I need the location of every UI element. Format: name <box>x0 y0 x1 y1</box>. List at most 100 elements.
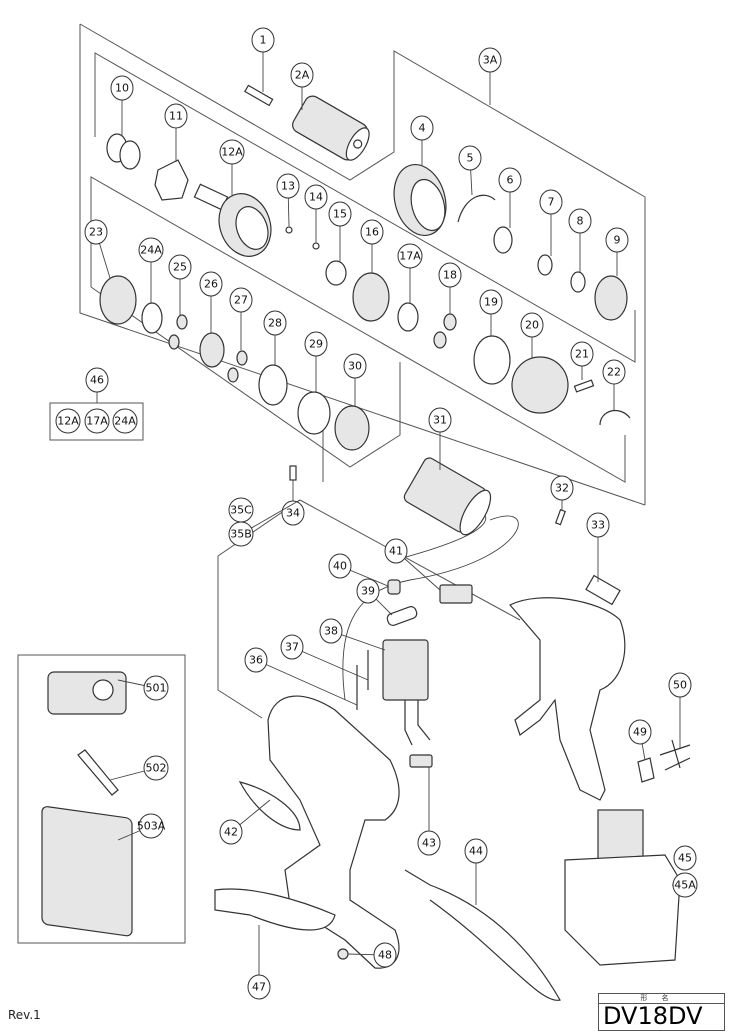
callout-36: 36 <box>244 647 358 706</box>
accessories-box <box>17 654 186 944</box>
callout-number: 13 <box>281 180 295 193</box>
part-ball-14 <box>312 242 320 250</box>
callout-circle <box>428 407 452 433</box>
callout-43: 43 <box>417 767 441 856</box>
kit-item-17A: 17A <box>84 408 110 434</box>
part-charger-501 <box>47 671 127 715</box>
callout-number: 23 <box>89 226 103 239</box>
callout-23: 23 <box>84 219 111 279</box>
callout-number: 45A <box>674 879 696 892</box>
model-name: DV18DV <box>603 1002 703 1030</box>
callout-47: 47 <box>247 925 271 1000</box>
callout-18: 18 <box>438 262 462 314</box>
callout-number: 29 <box>309 338 323 351</box>
part-spindle-12A <box>193 183 272 257</box>
model-label-jp: 形名 <box>599 994 724 1004</box>
callout-circle <box>138 813 164 839</box>
frame-housing-left <box>217 499 301 719</box>
callout-circle <box>138 237 164 263</box>
callout-30: 30 <box>343 353 367 406</box>
callout-circle <box>228 521 254 547</box>
part-bracket-30 <box>334 405 370 451</box>
callout-circle <box>304 331 328 357</box>
callout-number: 14 <box>309 191 323 204</box>
callout-number: 502 <box>146 762 167 775</box>
callout-circle <box>304 184 328 210</box>
callout-number: 44 <box>469 845 483 858</box>
part-bit-502 <box>77 749 119 796</box>
callout-number: 1 <box>260 34 267 47</box>
callout-circle <box>628 719 652 745</box>
callout-circle <box>168 254 192 280</box>
callout-5: 5 <box>458 145 482 196</box>
callout-circle <box>478 47 502 73</box>
callout-circle <box>343 353 367 379</box>
part-nut-48 <box>337 948 349 960</box>
callout-circle <box>219 819 243 845</box>
revision-label: Rev.1 <box>8 1008 41 1022</box>
callout-number: 2A <box>295 69 310 82</box>
callout-number: 8 <box>577 215 584 228</box>
callout-25: 25 <box>168 254 192 316</box>
callout-number: 4 <box>419 122 426 135</box>
callout-number: 25 <box>173 261 187 274</box>
callout-circle <box>397 243 423 269</box>
callout-number: 26 <box>204 278 218 291</box>
callout-number: 11 <box>169 110 183 123</box>
callout-number: 36 <box>249 654 263 667</box>
callout-38: 38 <box>319 618 386 651</box>
callout-circle <box>384 538 408 564</box>
callout-33: 33 <box>586 512 610 582</box>
callout-27: 27 <box>229 287 253 350</box>
callout-circle <box>479 289 503 315</box>
callout-number: 22 <box>607 366 621 379</box>
callout-circle <box>360 219 384 245</box>
callout-3A: 3A <box>478 47 502 105</box>
callout-26: 26 <box>199 271 223 333</box>
callout-number: 17A <box>399 250 421 263</box>
callout-number: 35C <box>230 504 252 517</box>
callout-circle <box>229 287 253 313</box>
callout-number: 30 <box>348 360 362 373</box>
frame-spindle <box>94 52 636 363</box>
callout-35C: 35C <box>228 497 254 523</box>
part-ring-gear-4 <box>393 164 447 236</box>
callout-46: 46 <box>85 367 109 403</box>
callout-501: 501 <box>117 675 169 701</box>
callout-42: 42 <box>219 799 271 845</box>
part-strap-44 <box>404 869 561 1001</box>
callout-number: 17A <box>86 415 108 428</box>
callout-19: 19 <box>479 289 503 336</box>
callout-number: 16 <box>365 226 379 239</box>
callout-44: 44 <box>464 838 488 905</box>
part-switch-38 <box>382 639 431 746</box>
part-screw-50 <box>659 739 691 771</box>
callout-number: 34 <box>286 507 300 520</box>
part-switch-lever-41 <box>439 584 473 604</box>
callout-number: 47 <box>252 981 266 994</box>
part-nut-49 <box>637 757 655 783</box>
part-washer-8 <box>570 271 586 293</box>
part-planet-gears-18 <box>433 313 457 349</box>
callout-number: 50 <box>673 679 687 692</box>
callout-number: 501 <box>146 682 167 695</box>
callout-7: 7 <box>539 189 563 256</box>
callout-number: 45 <box>678 852 692 865</box>
callout-32: 32 <box>550 475 574 510</box>
callout-circle <box>55 408 81 434</box>
callout-503A: 503A <box>117 813 166 841</box>
kit-item-12A: 12A <box>55 408 81 434</box>
callout-14: 14 <box>304 184 328 242</box>
part-washer-15 <box>325 260 347 286</box>
callout-circle <box>263 310 287 336</box>
callout-circle <box>539 189 563 215</box>
callout-number: 48 <box>378 949 392 962</box>
callout-502: 502 <box>109 755 169 781</box>
callout-circle <box>410 115 434 141</box>
kit-46-box <box>49 402 144 441</box>
callout-37: 37 <box>280 634 369 681</box>
callout-9: 9 <box>605 227 629 276</box>
part-clip-22 <box>599 409 631 426</box>
callout-50: 50 <box>668 672 692 748</box>
callout-34: 34 <box>281 480 305 526</box>
